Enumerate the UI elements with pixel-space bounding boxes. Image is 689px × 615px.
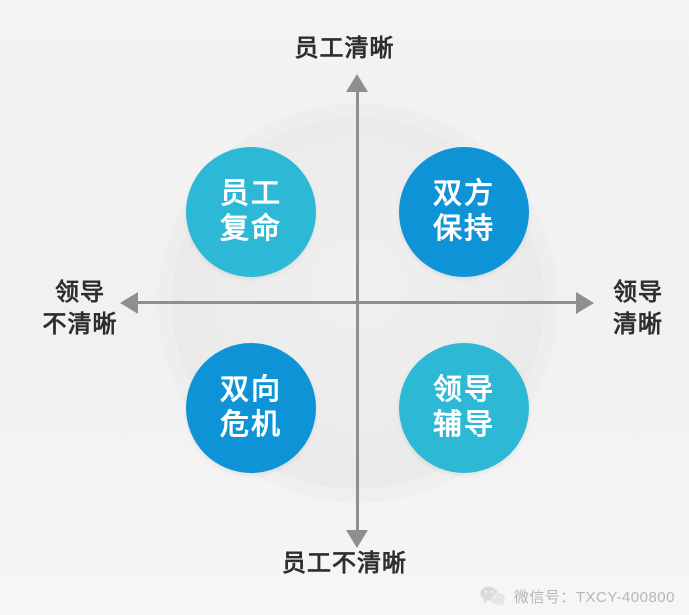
quadrant-bubble-bottom-right-line2: 辅导 xyxy=(432,409,495,441)
axis-label-right: 领导 清晰 xyxy=(592,277,684,340)
quadrant-bubble-top-left[interactable]: 员工 复命 xyxy=(186,147,316,277)
axis-label-left-line1: 领导 xyxy=(55,279,105,306)
axis-label-right-line1: 领导 xyxy=(613,279,663,306)
vertical-axis-line xyxy=(356,88,359,540)
wechat-icon xyxy=(480,586,505,607)
quadrant-bubble-top-right[interactable]: 双方 保持 xyxy=(399,147,529,277)
horizontal-axis-line xyxy=(134,301,578,304)
watermark: 微信号：TXCY-400800 xyxy=(480,585,675,607)
axis-label-bottom: 员工不清晰 xyxy=(282,550,407,577)
quadrant-bubble-top-left-line2: 复命 xyxy=(219,213,282,245)
quadrant-bubble-bottom-left-line2: 危机 xyxy=(219,409,282,441)
quadrant-bubble-bottom-right-line1: 领导 xyxy=(432,373,495,406)
axis-label-left: 领导 不清晰 xyxy=(30,277,130,340)
axis-label-left-line2: 不清晰 xyxy=(42,310,118,338)
quadrant-bubble-bottom-right[interactable]: 领导 辅导 xyxy=(399,343,529,473)
quadrant-bubble-top-right-line2: 保持 xyxy=(432,213,495,245)
quadrant-bubble-bottom-left-line1: 双向 xyxy=(219,373,282,406)
quadrant-bubble-top-left-line1: 员工 xyxy=(219,177,282,210)
axis-label-top: 员工清晰 xyxy=(294,35,395,62)
axis-arrow-left-icon xyxy=(120,292,138,314)
axis-label-right-line2: 清晰 xyxy=(613,310,663,338)
quadrant-bubble-top-right-line1: 双方 xyxy=(432,177,495,210)
axis-arrow-right-icon xyxy=(576,292,594,314)
quadrant-bubble-bottom-left[interactable]: 双向 危机 xyxy=(186,343,316,473)
watermark-text: 微信号：TXCY-400800 xyxy=(513,588,675,606)
axis-arrow-up-icon xyxy=(346,74,368,92)
axis-arrow-down-icon xyxy=(346,530,368,548)
